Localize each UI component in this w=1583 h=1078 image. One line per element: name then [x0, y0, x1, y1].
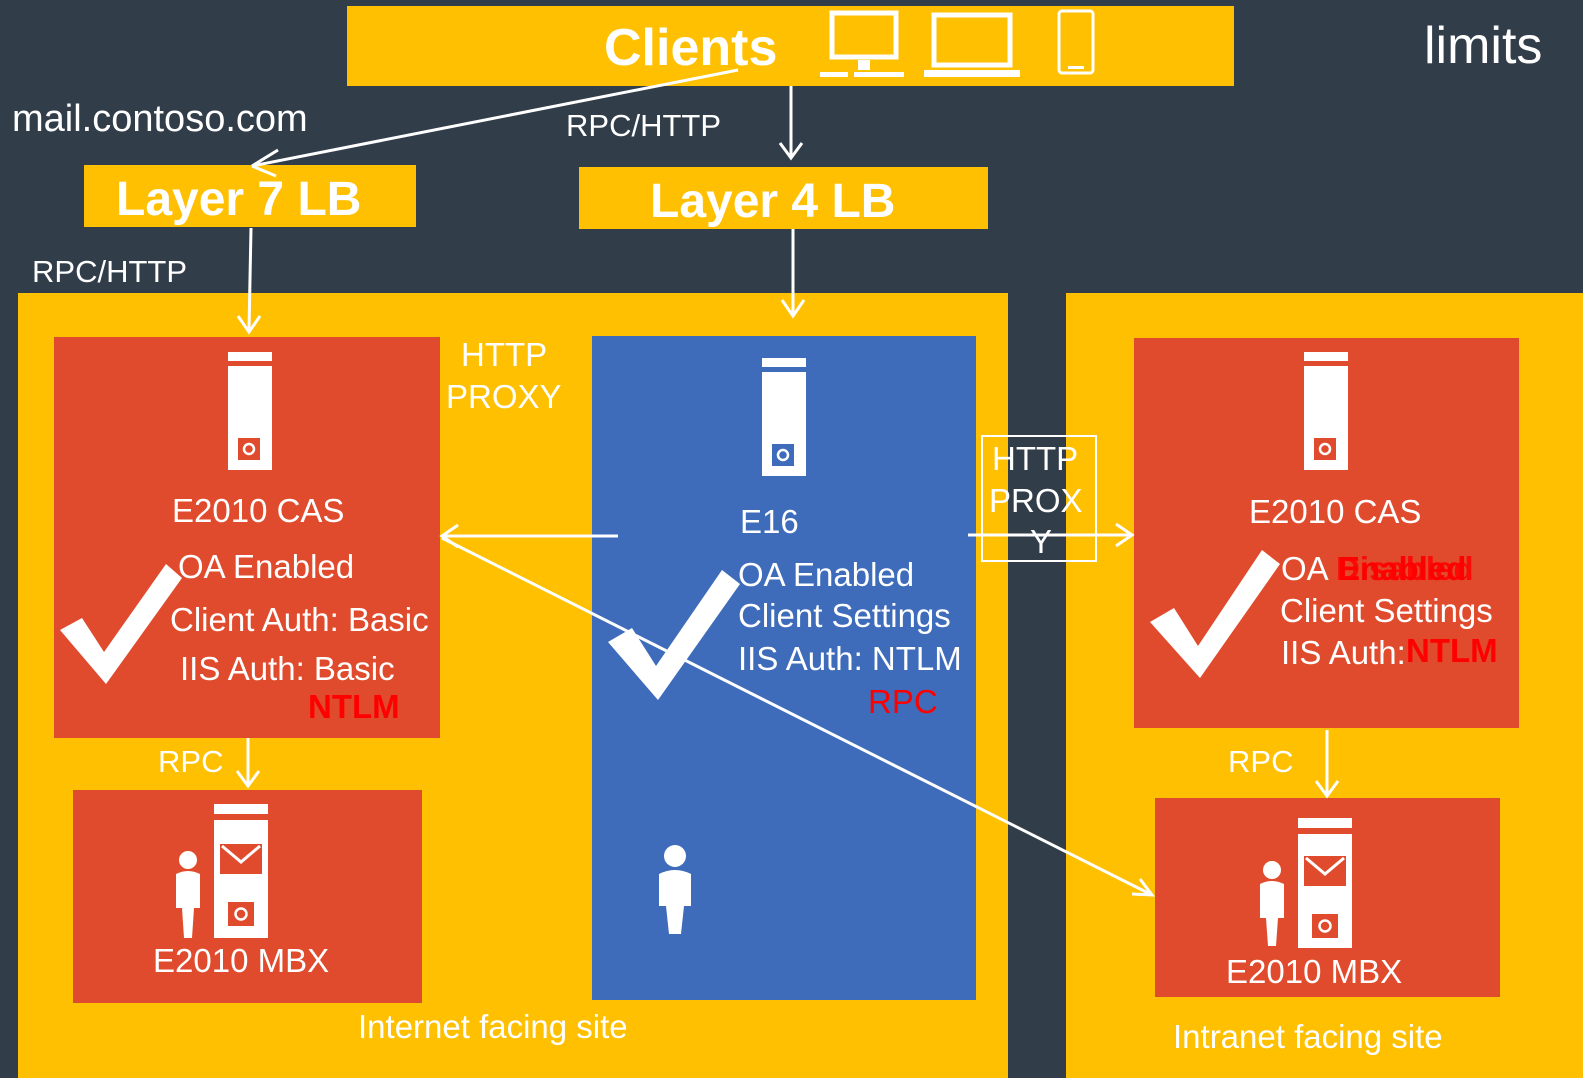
phone-icon [1057, 9, 1095, 75]
intranet-rpc-label: RPC [1228, 744, 1294, 779]
internet-cas-line2: Client Auth: Basic [170, 601, 429, 638]
rpc-http-top-label: RPC/HTTP [566, 108, 721, 143]
layer7-lb-label: Layer 7 LB [116, 173, 362, 226]
http-proxy-right-frame [981, 435, 1097, 562]
user-icon [659, 845, 691, 934]
http-proxy-right-line2: PROX [989, 482, 1083, 519]
checkmark-icon [60, 564, 182, 684]
internet-site-caption: Internet facing site [358, 1008, 628, 1045]
mailbox-server-icon [1260, 818, 1352, 948]
server-icon [762, 358, 806, 476]
intranet-cas-title: E2010 CAS [1249, 493, 1422, 530]
arrow-layer7-to-cas [247, 227, 253, 331]
intranet-site-caption: Intranet facing site [1173, 1018, 1443, 1055]
layer4-lb-label: Layer 4 LB [650, 175, 896, 228]
server-icon [228, 352, 272, 470]
rpc-http-left-label: RPC/HTTP [32, 254, 187, 289]
e16-line2: Client Settings [738, 597, 951, 634]
intranet-cas-line2: Client Settings [1280, 592, 1493, 629]
internet-cas-title: E2010 CAS [172, 492, 345, 529]
intranet-cas-line1-prefix: OA [1281, 550, 1329, 587]
checkmark-icon [1150, 550, 1280, 678]
checkmark-icon [608, 570, 740, 700]
internet-cas-line1: OA Enabled [178, 548, 355, 585]
clients-label: Clients [604, 19, 778, 77]
internet-cas-overlay: NTLM [308, 688, 400, 725]
internet-cas-line3: IIS Auth: Basic [180, 650, 395, 687]
intranet-mbx-title: E2010 MBX [1226, 953, 1403, 990]
e16-line1: OA Enabled [738, 556, 915, 593]
layer7-lb-box [84, 165, 416, 227]
intranet-cas-line3: IIS Auth: [1281, 634, 1406, 671]
mailbox-server-icon [176, 804, 268, 938]
http-proxy-left-line2: PROXY [446, 378, 562, 415]
intranet-cas-line1-under: Disabled [1336, 550, 1474, 587]
e16-overlay: RPC [868, 683, 938, 720]
desktop-icon [820, 10, 904, 77]
mail-host-label: mail.contoso.com [12, 98, 308, 140]
server-icon [1304, 352, 1348, 470]
arrow-clients-to-layer7 [251, 68, 739, 168]
internet-rpc-label: RPC [158, 744, 224, 779]
arrow-cas-to-intranet-mbx [441, 536, 1153, 897]
http-proxy-right-line3: Y [1030, 523, 1053, 560]
layer4-lb-box [579, 167, 988, 229]
laptop-icon [924, 12, 1020, 77]
internet-mbx-title: E2010 MBX [153, 942, 330, 979]
intranet-cas-overlay: NTLM [1406, 632, 1498, 669]
http-proxy-right-line1: HTTP [992, 440, 1079, 477]
e16-title: E16 [740, 503, 799, 540]
http-proxy-left-line1: HTTP [461, 336, 548, 373]
corner-text: limits [1424, 17, 1543, 75]
e16-line3: IIS Auth: NTLM [738, 640, 962, 677]
intranet-cas-line1-over: Enabled [1338, 550, 1467, 587]
